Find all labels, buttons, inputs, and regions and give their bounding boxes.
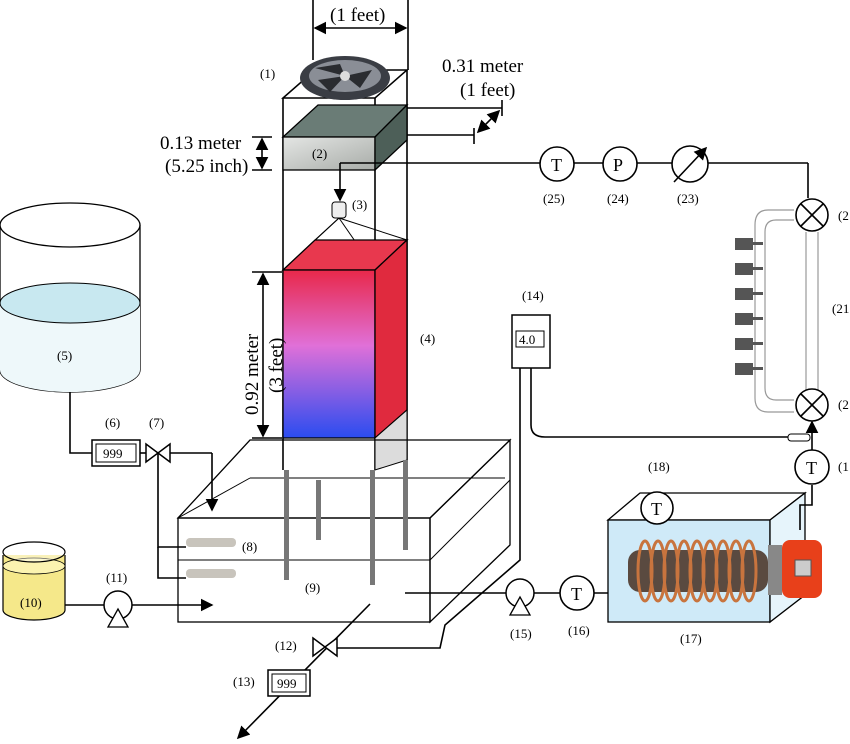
temperature-sensor-16: T: [559, 575, 595, 611]
flowmeter-6: 999: [91, 439, 141, 467]
label-9: (9): [305, 580, 320, 595]
valve-22-icon: [795, 198, 829, 232]
makeup-water-line: [69, 392, 219, 579]
top-width-dimension: (1 feet): [312, 0, 409, 70]
label-22: (2: [838, 208, 849, 223]
t-symbol: T: [571, 584, 582, 604]
label-19: (1: [838, 459, 849, 474]
depth-meter: 0.31 meter: [442, 56, 524, 77]
label-6: (6): [105, 415, 120, 430]
packing-media: [281, 238, 409, 471]
label-2: (2): [312, 146, 327, 161]
syringe-icon: [735, 238, 763, 375]
air-measurement-line: [333, 162, 809, 202]
label-25: (25): [543, 191, 565, 206]
valve-20-icon: [795, 388, 829, 422]
valve-12-icon: [312, 636, 338, 658]
pressure-sensor-24: P: [602, 146, 638, 182]
heating-coil-icon: [628, 539, 822, 603]
label-11: (11): [106, 570, 127, 585]
t-symbol: T: [806, 458, 817, 478]
t-symbol: T: [651, 499, 662, 519]
label-4: (4): [420, 331, 435, 346]
flowmeter-13-value: 999: [277, 676, 297, 691]
tower-legs: [284, 460, 408, 585]
top-width-label: (1 feet): [330, 5, 385, 26]
packing-height-meter: 0.92 meter: [242, 333, 263, 415]
chemical-beaker: [2, 541, 66, 621]
packing-height-dimension: 0.92 meter (3 feet): [242, 271, 287, 439]
label-8: (8): [242, 539, 257, 554]
t-symbol: T: [551, 155, 562, 175]
label-23: (23): [677, 191, 699, 206]
controller-display-value: 4.0: [519, 332, 535, 347]
pump-15-icon: [505, 578, 535, 616]
temperature-sensor-25: T: [539, 146, 575, 182]
label-13: (13): [233, 674, 255, 689]
temperature-sensor-18: T: [640, 491, 674, 525]
distribution-column: [754, 209, 819, 413]
valve-7-icon: [145, 442, 171, 464]
label-16: (16): [568, 623, 590, 638]
label-14: (14): [522, 288, 544, 303]
water-basin: [176, 438, 512, 624]
label-18: (18): [648, 459, 670, 474]
temperature-controller: 4.0: [511, 314, 551, 369]
label-17: (17): [680, 631, 702, 646]
label-5: (5): [57, 348, 72, 363]
pad-height-inch: (5.25 inch): [165, 156, 248, 177]
pump-11-icon: [103, 590, 133, 628]
p-symbol: P: [613, 155, 623, 175]
fan-icon: [300, 56, 390, 100]
label-20: (2: [838, 397, 849, 412]
label-1: (1): [260, 66, 275, 81]
depth-dimension: 0.31 meter (1 feet): [407, 56, 524, 144]
label-12: (12): [275, 638, 297, 653]
flow-sensor-23-icon: [671, 145, 709, 183]
temperature-sensor-19: T: [794, 449, 830, 485]
pad-height-meter: 0.13 meter: [160, 133, 242, 154]
label-24: (24): [607, 191, 629, 206]
label-7: (7): [149, 415, 164, 430]
flowmeter-13: 999: [267, 669, 311, 697]
flowmeter-6-value: 999: [103, 446, 123, 461]
label-21: (21: [832, 301, 849, 316]
supply-water-tank: [0, 202, 141, 393]
immersion-heater-icon: [186, 538, 236, 578]
label-15: (15): [510, 626, 532, 641]
cooling-pad: [281, 103, 409, 172]
label-3: (3): [352, 197, 367, 212]
thermocouple-probe: [787, 433, 811, 442]
pad-height-dimension: 0.13 meter (5.25 inch): [160, 133, 272, 177]
depth-feet: (1 feet): [460, 80, 515, 101]
label-10: (10): [20, 595, 42, 610]
packing-height-feet: (3 feet): [266, 338, 287, 393]
